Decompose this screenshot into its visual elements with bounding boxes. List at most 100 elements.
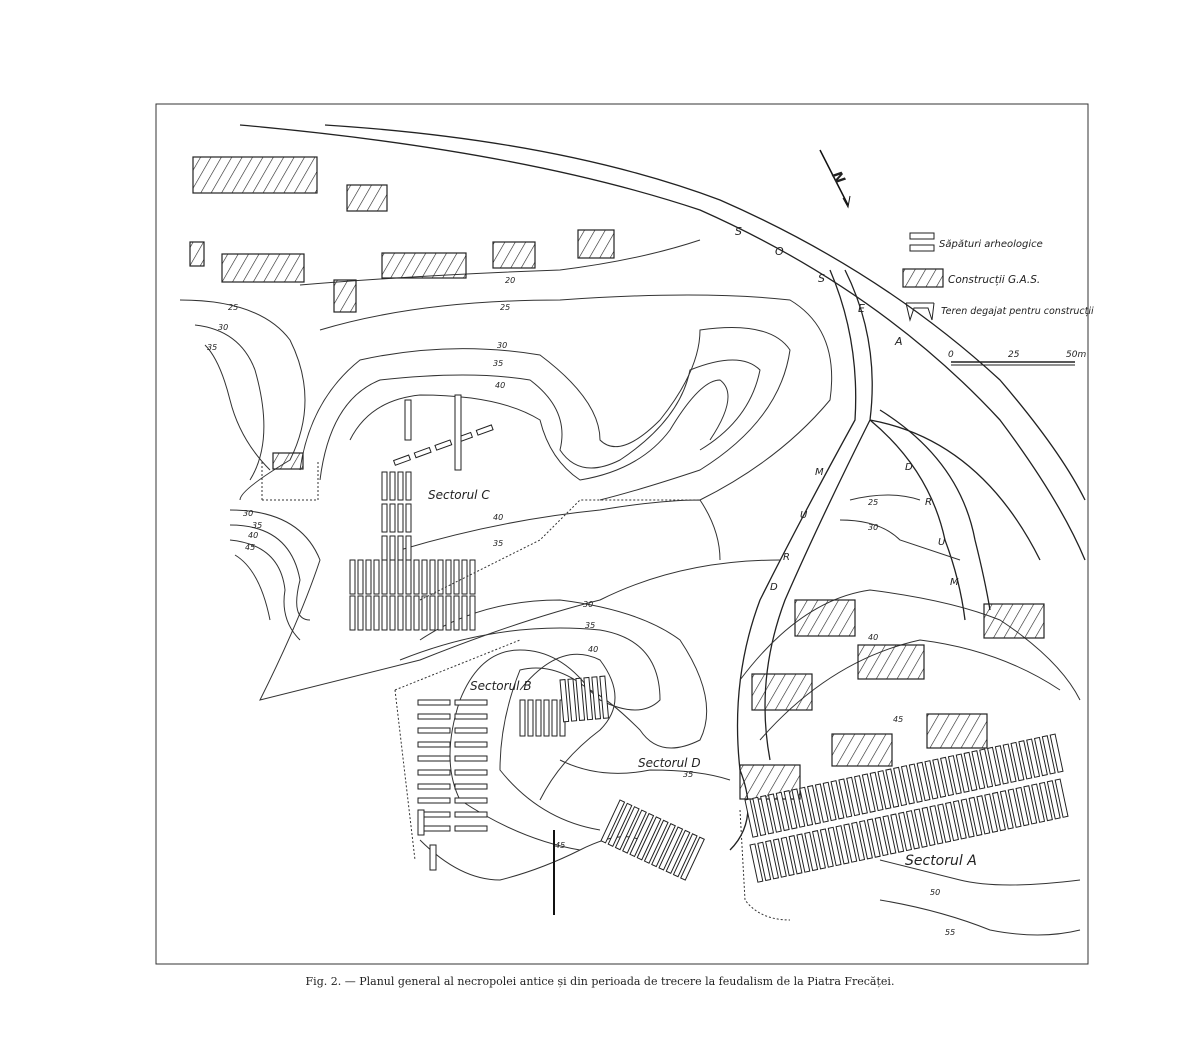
trench	[1033, 736, 1048, 777]
trench	[417, 783, 451, 790]
trench	[929, 805, 944, 845]
trench	[413, 446, 432, 459]
legend: Săpături arheologice Construcții G.A.S. …	[902, 232, 1094, 366]
svg-text:35: 35	[493, 539, 503, 548]
cleared-ground	[261, 460, 791, 921]
trench	[397, 595, 404, 631]
trench	[665, 829, 691, 874]
svg-text:30: 30	[868, 523, 878, 532]
trench	[575, 677, 586, 721]
scale-bar: 0 25 50m	[948, 350, 1086, 366]
svg-text:45: 45	[893, 715, 903, 724]
trench	[680, 836, 705, 881]
trench	[453, 595, 460, 631]
svg-text:25: 25	[228, 303, 238, 312]
trench	[600, 799, 626, 844]
trench	[392, 454, 412, 466]
side-roads: D R U M D R U M	[729, 269, 1041, 851]
trench	[389, 503, 396, 533]
trench	[853, 775, 868, 815]
trench	[349, 595, 356, 631]
trench	[421, 559, 428, 595]
trench	[869, 771, 884, 812]
trench	[757, 841, 772, 882]
trench	[417, 741, 451, 748]
trench-group	[744, 733, 1064, 838]
trench	[429, 844, 437, 871]
trench	[913, 808, 928, 848]
trench	[893, 766, 908, 807]
trench	[389, 595, 396, 631]
svg-text:40: 40	[248, 531, 258, 540]
trench	[469, 559, 476, 595]
trench	[877, 770, 892, 810]
svg-text:35: 35	[252, 521, 262, 530]
trench	[1010, 741, 1025, 782]
trench	[535, 699, 542, 737]
trench	[968, 796, 983, 837]
trench	[1026, 738, 1041, 778]
trench	[551, 699, 558, 737]
trench	[381, 471, 388, 501]
trench	[885, 768, 900, 808]
svg-text:R: R	[783, 552, 790, 563]
trench	[900, 765, 915, 805]
trench	[434, 439, 453, 451]
trench	[744, 798, 759, 838]
trench	[429, 559, 436, 595]
trench	[882, 815, 897, 855]
trench	[454, 811, 488, 818]
trench	[767, 793, 782, 833]
trench	[814, 783, 829, 823]
trench	[1049, 733, 1064, 773]
trench	[599, 675, 610, 719]
trench	[519, 699, 526, 737]
trench	[971, 750, 986, 790]
trench	[453, 559, 460, 595]
trench	[898, 811, 913, 852]
trench	[846, 776, 861, 817]
trench	[357, 559, 364, 595]
trench	[945, 801, 960, 842]
svg-text:55: 55	[945, 928, 955, 937]
svg-text:U: U	[800, 510, 808, 521]
contour-labels: 20 25 25 25 30 30 30 30 30 35 35 35 35 3…	[207, 276, 955, 937]
trench	[454, 713, 488, 720]
trench	[772, 838, 787, 878]
trench	[783, 790, 798, 830]
trench	[672, 833, 698, 878]
trench	[454, 727, 488, 734]
svg-text:30: 30	[218, 323, 228, 332]
trench	[861, 773, 876, 813]
trench	[365, 595, 372, 631]
trench	[389, 559, 396, 595]
trench	[405, 503, 412, 533]
trench	[1054, 778, 1069, 818]
trench	[984, 793, 999, 833]
svg-text:E: E	[858, 302, 865, 315]
trench	[991, 791, 1006, 832]
trench	[417, 713, 451, 720]
trench	[851, 821, 866, 862]
sector-b-label: Sectorul B	[470, 679, 532, 693]
trench-group	[600, 799, 705, 881]
trench	[775, 791, 790, 832]
trench	[1041, 735, 1056, 775]
trench	[752, 796, 767, 837]
trench	[812, 830, 826, 870]
trench	[822, 781, 837, 822]
sector-a-label: Sectorul A	[905, 853, 977, 869]
trench-group	[349, 559, 476, 631]
svg-text:40: 40	[495, 381, 505, 390]
trench	[373, 559, 380, 595]
sector-labels: Sectorul C Sectorul B Sectorul D Sectoru…	[428, 488, 977, 869]
svg-text:S: S	[735, 225, 742, 238]
figure-caption: Fig. 2. — Planul general al necropolei a…	[305, 975, 895, 988]
trench	[804, 831, 819, 872]
trench	[413, 595, 420, 631]
trench	[788, 835, 803, 875]
legend-constructions: Construcții G.A.S.	[948, 274, 1040, 286]
svg-text:20: 20	[505, 276, 515, 285]
trench	[986, 746, 1001, 787]
